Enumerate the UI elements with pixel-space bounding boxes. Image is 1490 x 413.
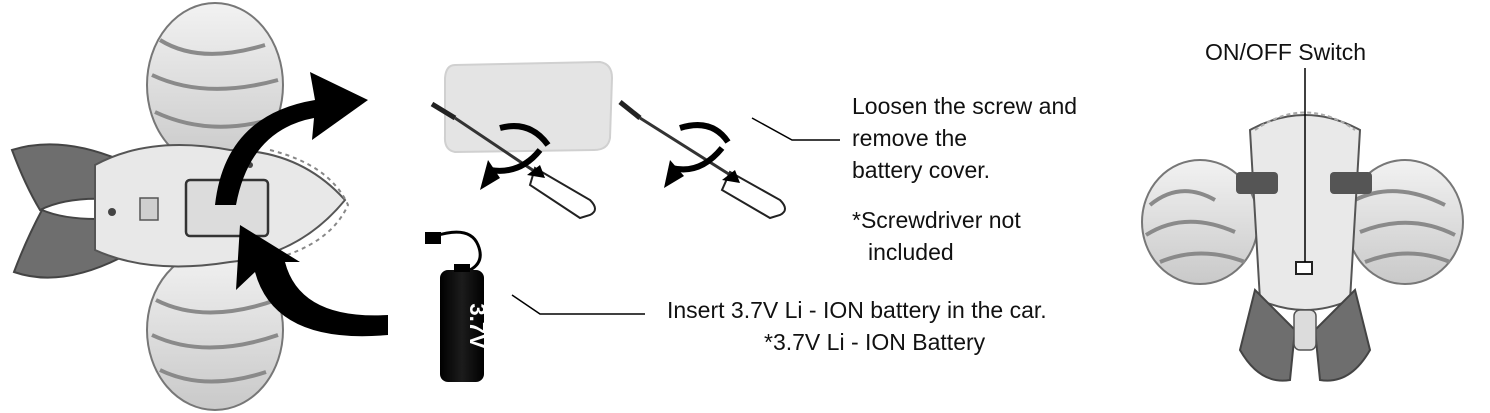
wheel-right-side-left xyxy=(1141,159,1259,285)
screwdriver-left-icon xyxy=(430,101,596,220)
cover-callout-line xyxy=(751,117,840,141)
cover-instruction-line-1: Loosen the screw and xyxy=(852,93,1078,119)
cover-instruction-line-2: remove the xyxy=(852,125,968,151)
battery-instruction-line-2: *3.7V Li - ION Battery xyxy=(764,329,986,355)
screwdriver-right-icon xyxy=(618,100,786,220)
car-underside-left xyxy=(10,2,350,411)
battery-callout-line xyxy=(511,294,645,315)
remove-cover-arrow xyxy=(215,72,368,205)
on-off-switch xyxy=(1295,261,1313,275)
switch-label: ON/OFF Switch xyxy=(1205,39,1367,65)
screwdriver-note-line-2: included xyxy=(868,239,954,265)
car-top-right xyxy=(1141,68,1464,382)
screwdriver-note-line-1: *Screwdriver not xyxy=(852,207,1021,233)
battery-label: 3.7V xyxy=(465,303,490,349)
wheel-upper xyxy=(146,2,284,168)
battery-cover xyxy=(443,60,614,154)
cover-instruction-line-3: battery cover. xyxy=(852,157,991,183)
battery-instruction-line-1: Insert 3.7V Li - ION battery in the car. xyxy=(667,297,1047,323)
wheel-right-side-right xyxy=(1346,159,1464,285)
insert-battery-arrow xyxy=(236,225,388,337)
battery-icon: 3.7V xyxy=(425,230,490,382)
